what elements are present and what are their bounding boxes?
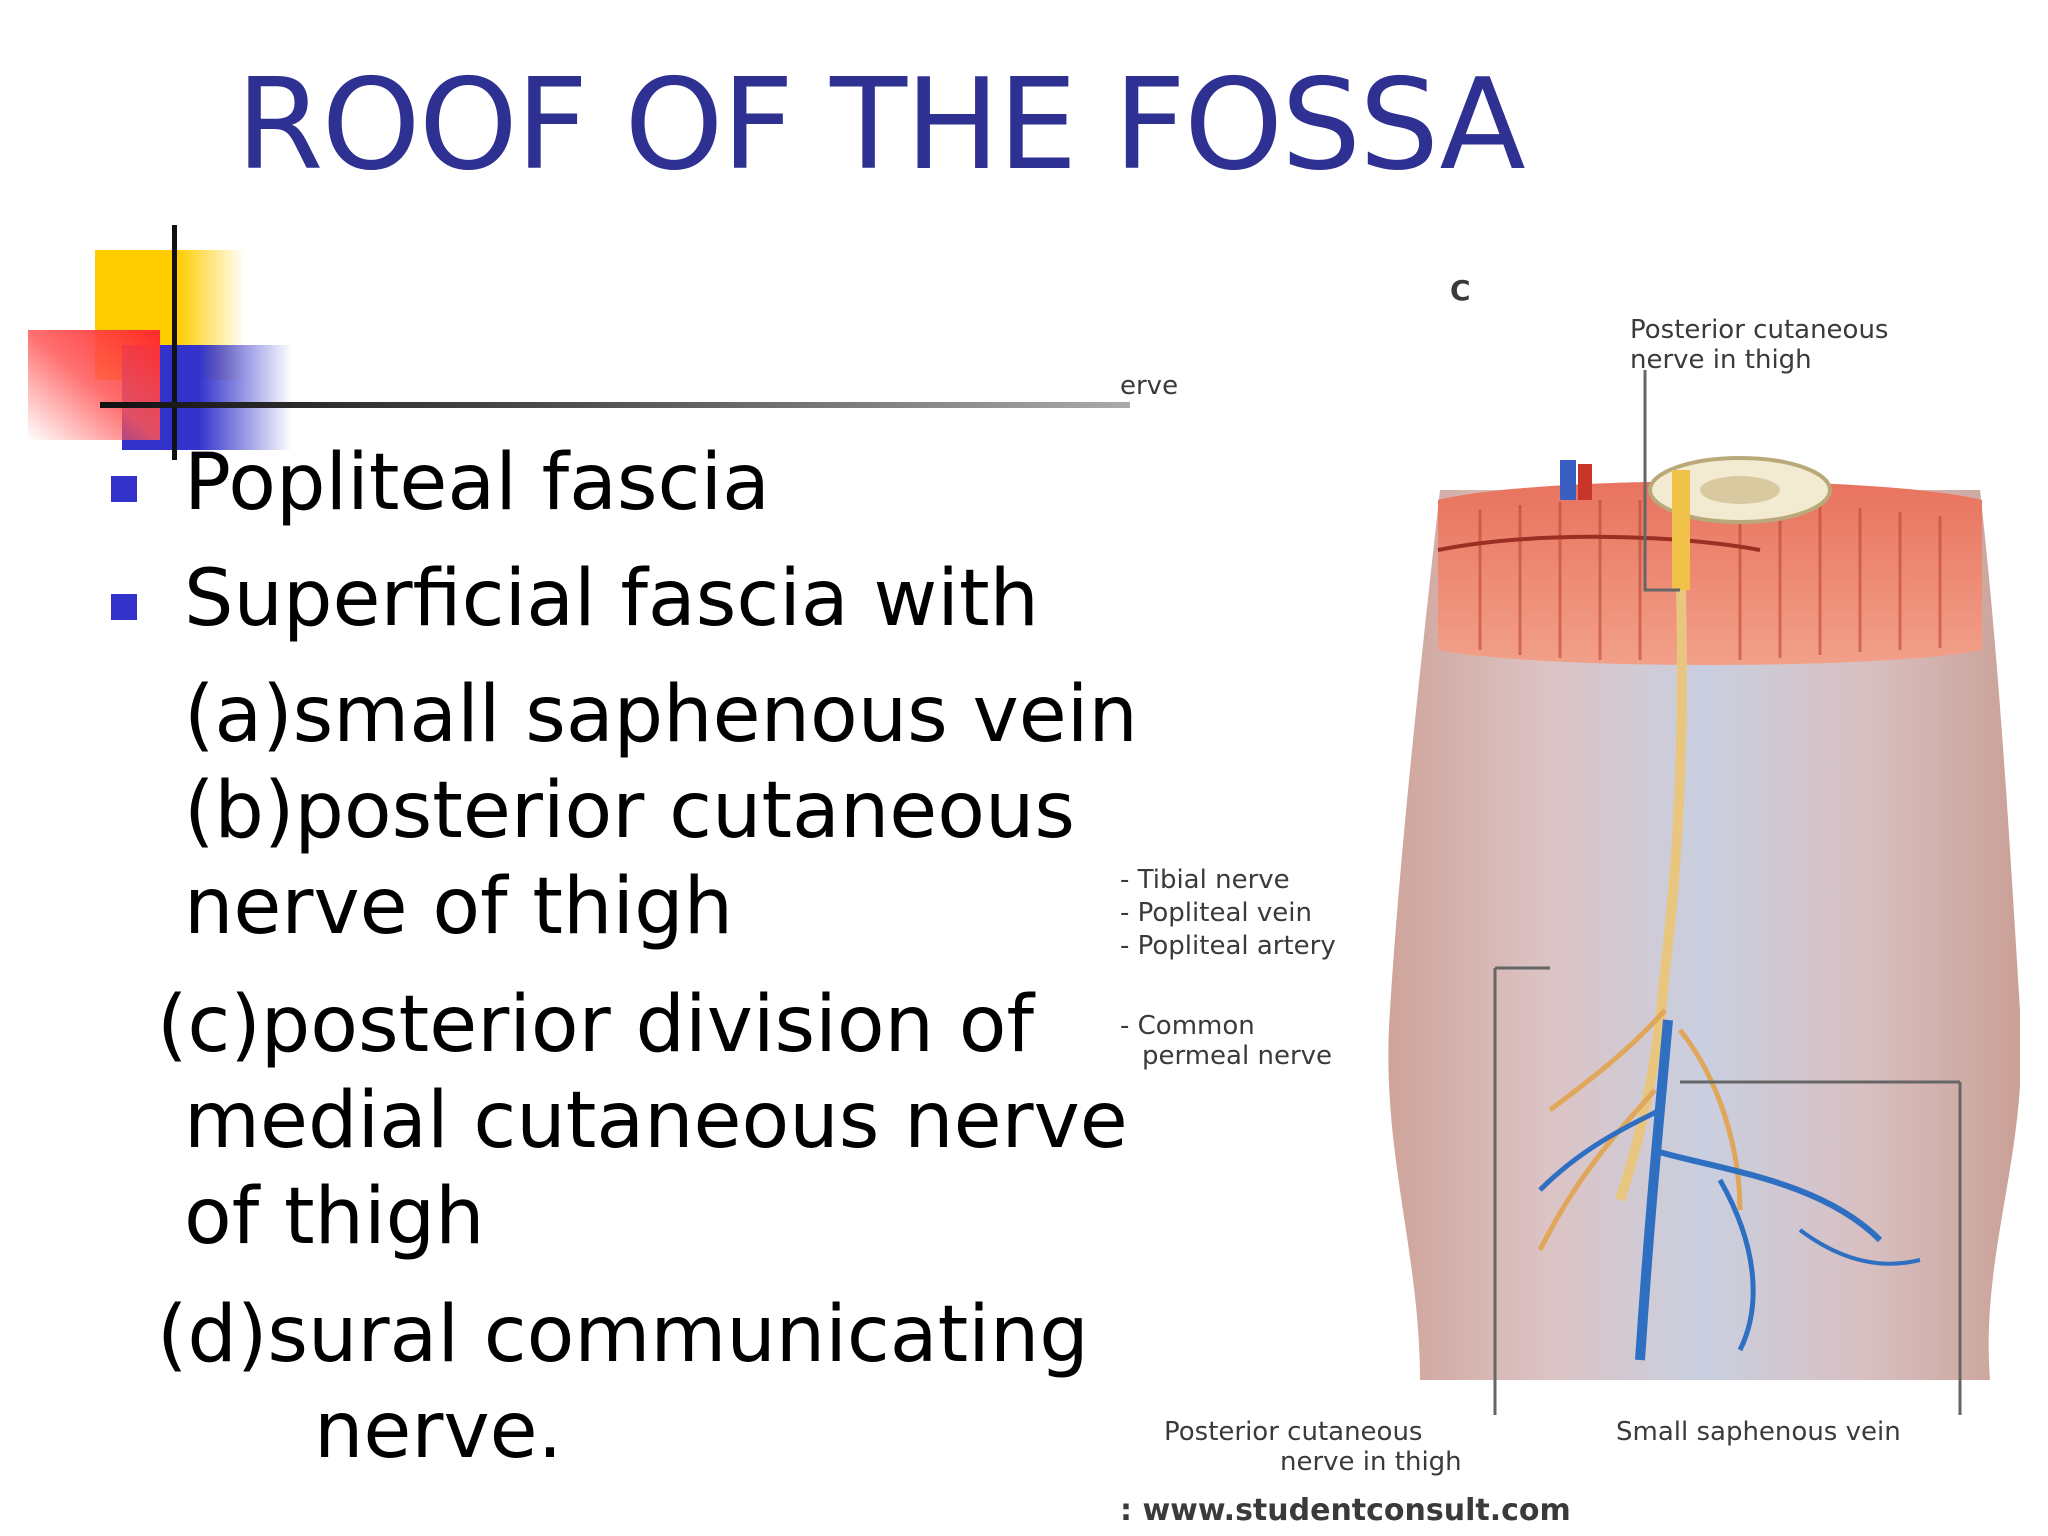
figure-label: nerve in thigh bbox=[1630, 345, 1812, 375]
bullet-marker bbox=[111, 594, 137, 620]
figure-source: : www.studentconsult.com bbox=[1120, 1493, 1571, 1528]
figure-label: Posterior cutaneous bbox=[1630, 315, 1888, 345]
leg-shape bbox=[1388, 490, 2020, 1380]
nerve-stump bbox=[1672, 470, 1690, 590]
sub-item-line: medial cutaneous nerve bbox=[184, 1076, 1128, 1166]
sub-item-line: (d)sural communicating bbox=[157, 1290, 1089, 1380]
figure-label: Small saphenous vein bbox=[1616, 1417, 1901, 1447]
figure-label: permeal nerve bbox=[1142, 1041, 1332, 1071]
bullet-item: Popliteal fascia bbox=[184, 438, 770, 528]
muscle-cross-section bbox=[1438, 481, 1982, 665]
sub-item-line: (b)posterior cutaneous bbox=[184, 766, 1076, 856]
vessel-stump bbox=[1560, 460, 1576, 500]
sub-item-line: nerve. bbox=[314, 1386, 563, 1476]
sub-item-line: of thigh bbox=[184, 1172, 485, 1262]
sub-item-line: (a)small saphenous vein bbox=[184, 670, 1138, 760]
slide-title: ROOF OF THE FOSSA bbox=[236, 51, 1526, 198]
vein-path bbox=[1635, 1019, 1673, 1361]
anatomy-illustration: C Posterior cutaneous nerve in thigh erv… bbox=[1120, 250, 2020, 1536]
figure-label: nerve in thigh bbox=[1280, 1447, 1462, 1477]
figure-label: - Popliteal vein bbox=[1120, 898, 1312, 928]
figure-label: - Common bbox=[1120, 1011, 1255, 1041]
title-decoration bbox=[0, 0, 1150, 460]
sub-item-line: nerve of thigh bbox=[184, 862, 734, 952]
bullet-item: Superficial fascia with bbox=[184, 554, 1039, 644]
deco-red-square bbox=[28, 330, 160, 440]
bullet-marker bbox=[111, 476, 137, 502]
deco-horizontal-rule bbox=[100, 402, 1130, 408]
deco-vertical-line bbox=[172, 225, 177, 460]
vessel-stump bbox=[1578, 464, 1592, 500]
figure-label: erve bbox=[1120, 371, 1178, 401]
sub-item-line: (c)posterior division of bbox=[157, 980, 1034, 1070]
nerve-path bbox=[1615, 589, 1687, 1202]
figure-label: - Tibial nerve bbox=[1120, 865, 1290, 895]
figure-label: Posterior cutaneous bbox=[1164, 1417, 1422, 1447]
figure-label: - Popliteal artery bbox=[1120, 931, 1336, 961]
figure-panel-letter: C bbox=[1450, 274, 1471, 307]
